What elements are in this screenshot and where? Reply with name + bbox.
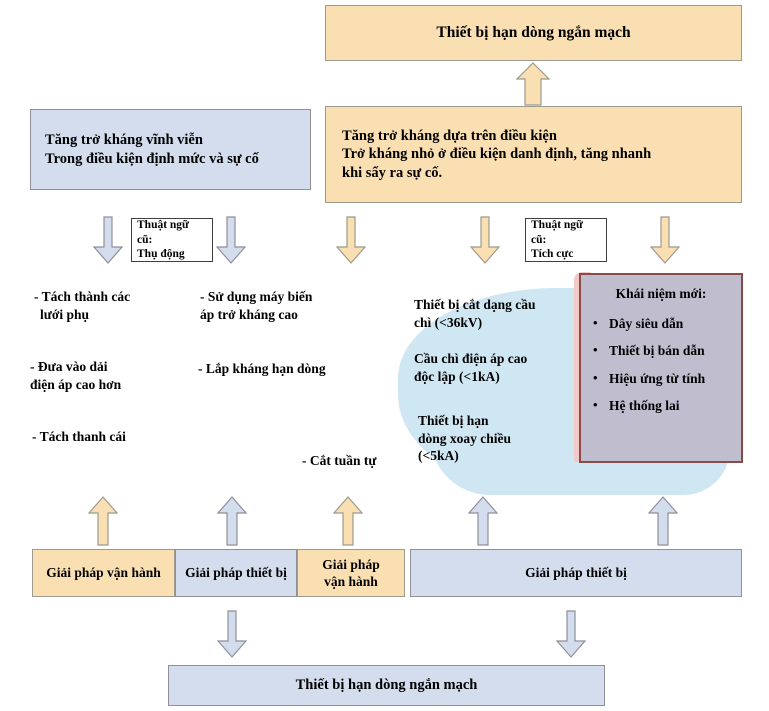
legacy-active-line1: Thuật ngữ cũ:: [531, 218, 583, 246]
col1-item3-line1: - Tách thanh cái: [32, 429, 126, 444]
col2-item3-line1: - Cắt tuần tự: [302, 453, 377, 468]
col1-item1-line1: - Tách thành các: [34, 289, 131, 304]
branch-right-line1: Tăng trở kháng dựa trên điều kiện: [342, 127, 557, 144]
branch-right-line2: Trở kháng nhỏ ở điều kiện danh định, tăn…: [342, 146, 652, 163]
col2-item1-line2: áp trở kháng cao: [200, 306, 298, 322]
arrow-down-bottom-2: [556, 610, 586, 658]
col3-item2-line1: Cầu chì điện áp cao: [414, 351, 528, 366]
col2-item2-line1: - Lắp kháng hạn dòng: [198, 361, 326, 376]
branch-box-conditional-impedance: Tăng trở kháng dựa trên điều kiện Trở kh…: [325, 106, 742, 203]
col1-item2-line2: điện áp cao hơn: [30, 376, 122, 392]
col3-item1-line1: Thiết bị cắt dạng cầu: [414, 297, 536, 312]
top-box-short-circuit-current-limiter: Thiết bị hạn dòng ngắn mạch: [325, 5, 742, 61]
solution-box-operation-2: Giải pháp vận hành: [297, 549, 405, 597]
arrow-up-bottom-2: [217, 496, 247, 546]
legacy-passive-line1: Thuật ngữ cũ:: [137, 218, 189, 246]
solution-box-operation-1: Giải pháp vận hành: [32, 549, 175, 597]
blob-line2: dòng xoay chiều: [418, 430, 512, 446]
solution-label-3-line2: vận hành: [324, 574, 378, 589]
branch-left-line1: Tăng trở kháng vĩnh viễn: [45, 131, 203, 148]
list-item: Hiệu ứng từ tính: [591, 370, 741, 387]
arrow-up-bottom-4: [468, 496, 498, 546]
top-box-label: Thiết bị hạn dòng ngắn mạch: [436, 24, 631, 42]
col1-item1-line2: lưới phụ: [40, 306, 89, 322]
arrow-up-bottom-3: [333, 496, 363, 546]
arrow-down-right-1: [336, 216, 366, 264]
legacy-active-line2: Tích cực: [531, 248, 574, 261]
arrow-down-left-1: [93, 216, 123, 264]
solution-label-2: Giải pháp thiết bị: [185, 565, 287, 581]
solution-box-equipment-1: Giải pháp thiết bị: [175, 549, 297, 597]
text-item-standalone-hv-fuse: Cầu chì điện áp cao độc lập (<1kA): [414, 350, 584, 385]
blob-line3: (<5kA): [418, 448, 459, 464]
solution-box-equipment-2: Giải pháp thiết bị: [410, 549, 742, 597]
blob-line1: Thiết bị hạn: [418, 413, 489, 428]
solution-label-3-line1: Giải pháp: [322, 556, 380, 572]
text-item-high-impedance-transformer: - Sử dụng máy biến áp trở kháng cao: [200, 288, 365, 323]
arrow-up-bottom-1: [88, 496, 118, 546]
arrow-down-bottom-1: [217, 610, 247, 658]
text-item-sequential-switching: - Cắt tuần tự: [302, 452, 477, 470]
arrow-up-bottom-5: [648, 496, 678, 546]
text-item-split-busbar: - Tách thanh cái: [32, 428, 207, 446]
list-item: Dây siêu dẫn: [591, 315, 741, 332]
legacy-passive-line2: Thụ động: [137, 248, 185, 261]
text-item-higher-voltage: - Đưa vào dải điện áp cao hơn: [30, 358, 195, 393]
arrow-up-to-top-box: [516, 62, 550, 106]
solution-label-4: Giải pháp thiết bị: [525, 565, 627, 581]
bottom-box-label: Thiết bị hạn dòng ngắn mạch: [295, 677, 478, 694]
legacy-term-box-passive: Thuật ngữ cũ: Thụ động: [131, 218, 213, 262]
branch-right-line3: khi sẩy ra sự cố.: [342, 164, 443, 181]
col3-item2-line2: độc lập (<1kA): [414, 368, 500, 384]
arrow-down-right-2: [470, 216, 500, 264]
legacy-term-box-active: Thuật ngữ cũ: Tích cực: [525, 218, 607, 262]
arrow-down-right-3: [650, 216, 680, 264]
col3-item1-line2: chì (<36kV): [414, 314, 483, 330]
col1-item2-line1: - Đưa vào dải: [30, 359, 108, 374]
list-item: Thiết bị bán dẫn: [591, 342, 741, 359]
col2-item1-line1: - Sử dụng máy biến: [200, 289, 313, 304]
text-item-fuse-type-breaker: Thiết bị cắt dạng cầu chì (<36kV): [414, 296, 584, 331]
text-item-split-subgrids: - Tách thành các lưới phụ: [34, 288, 199, 323]
solution-label-1: Giải pháp vận hành: [46, 565, 161, 581]
branch-box-permanent-impedance: Tăng trở kháng vĩnh viễn Trong điều kiện…: [30, 109, 311, 190]
branch-left-line2: Trong điều kiện định mức và sự cố: [45, 150, 259, 167]
new-concepts-list: Dây siêu dẫn Thiết bị bán dẫn Hiệu ứng t…: [581, 315, 741, 414]
bottom-box-short-circuit-current-limiter: Thiết bị hạn dòng ngắn mạch: [168, 665, 605, 706]
list-item: Hệ thống lai: [591, 397, 741, 414]
arrow-down-left-2: [216, 216, 246, 264]
panel-new-concepts: Khái niệm mới: Dây siêu dẫn Thiết bị bán…: [579, 273, 743, 463]
new-concepts-heading: Khái niệm mới:: [615, 286, 707, 301]
text-item-ac-current-limiter: Thiết bị hạn dòng xoay chiều (<5kA): [418, 412, 578, 465]
text-item-current-limiting-reactor: - Lắp kháng hạn dòng: [198, 360, 383, 378]
